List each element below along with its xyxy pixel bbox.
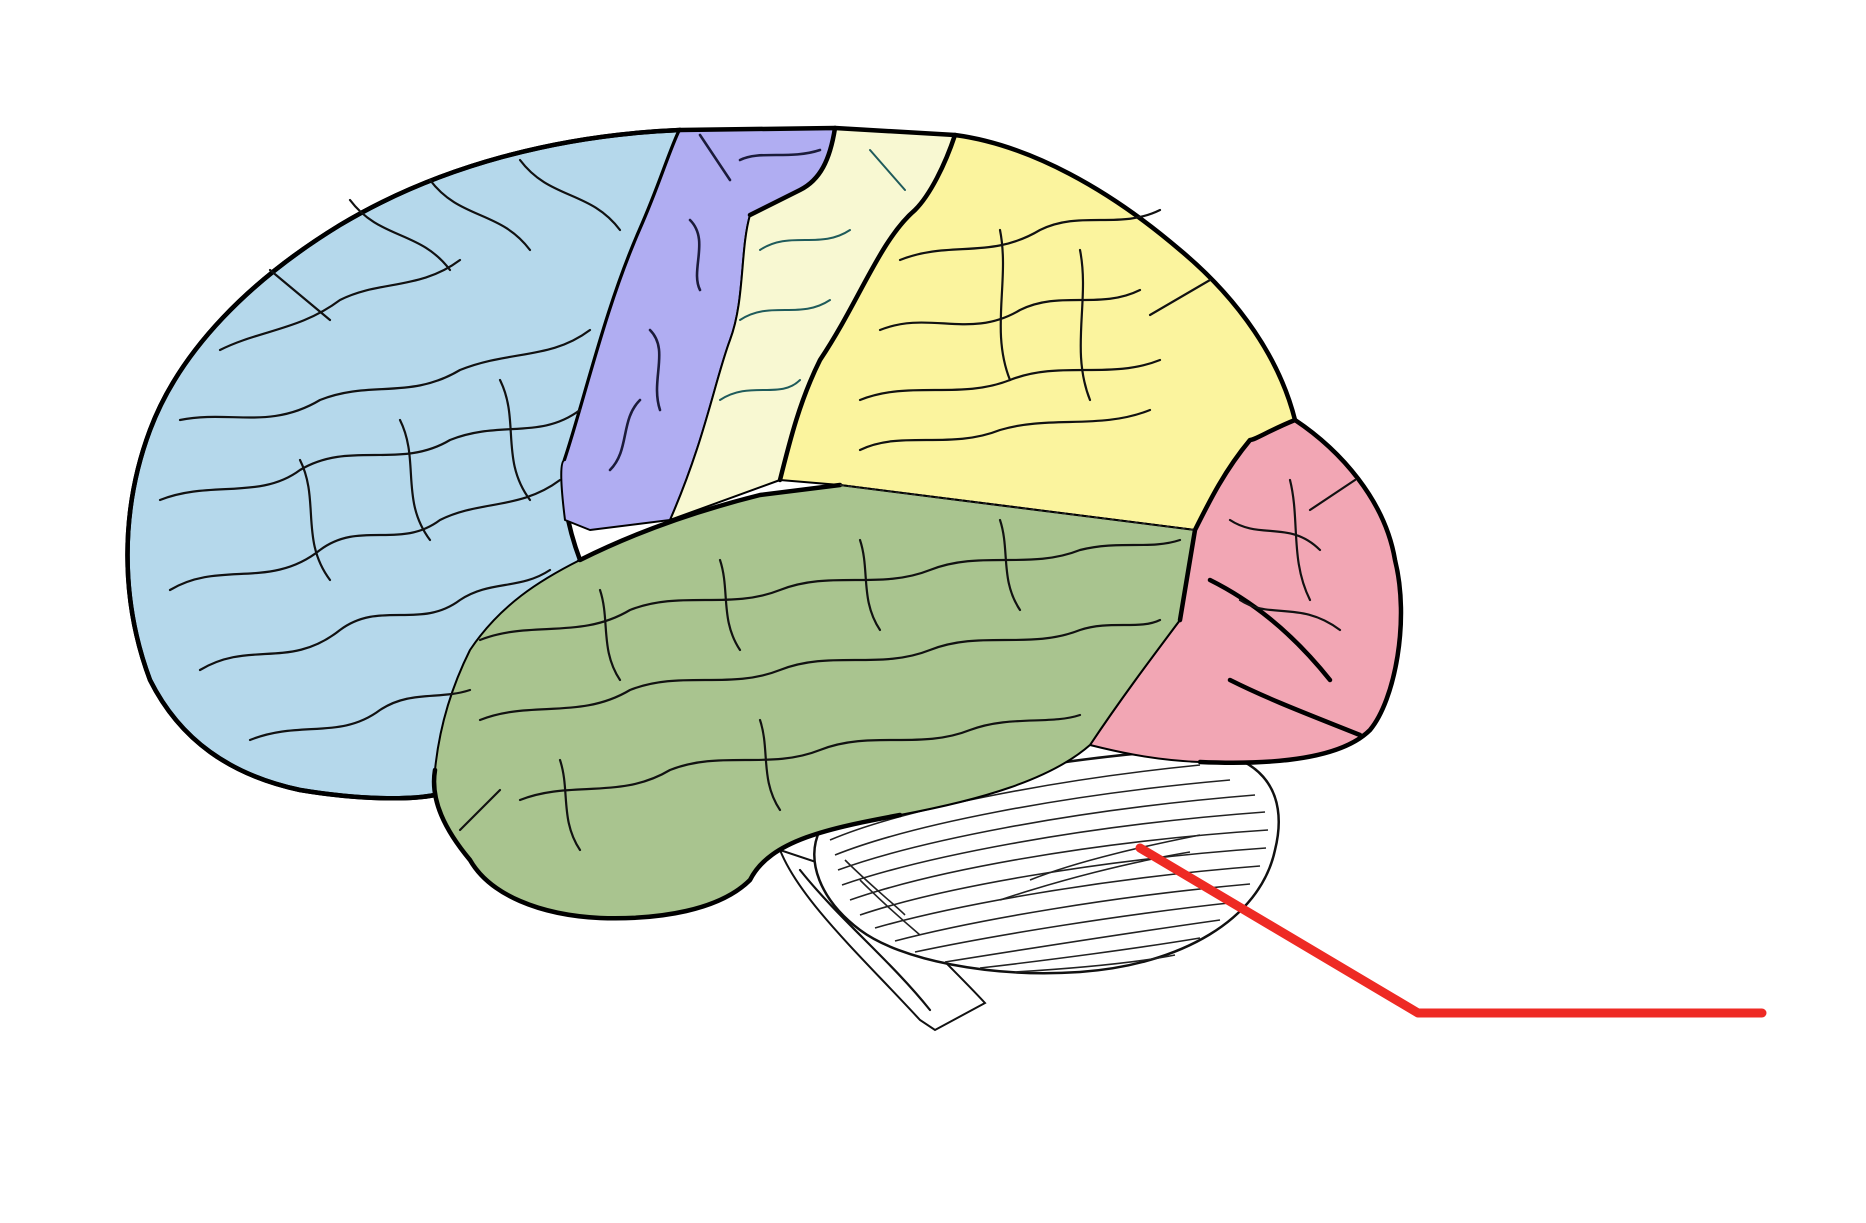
- label-pointer-line: [1135, 843, 1767, 1018]
